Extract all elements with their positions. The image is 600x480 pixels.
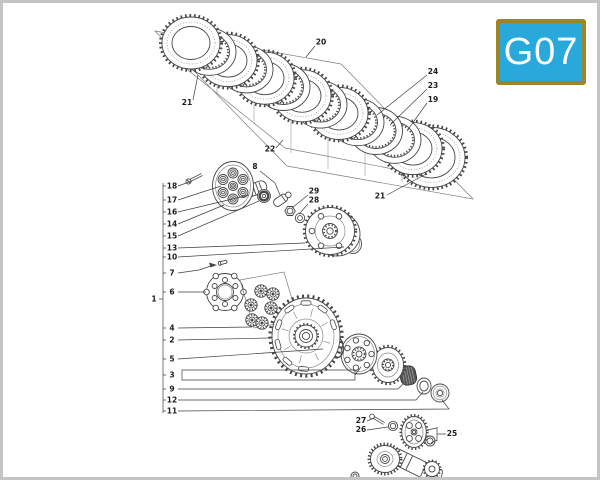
callout-11: 11	[167, 407, 177, 416]
clutch-basket	[268, 294, 344, 378]
callout-15: 15	[167, 232, 177, 241]
callout-17: 17	[167, 196, 177, 205]
callout-19: 19	[428, 95, 438, 104]
left-callout-leaders	[159, 180, 450, 413]
damper-group	[203, 259, 299, 330]
release-bearing	[257, 189, 271, 203]
spring-caps	[217, 167, 249, 205]
gear-collar	[387, 420, 399, 432]
helical-gear	[367, 442, 403, 476]
basket-group	[268, 294, 450, 403]
callout-28: 28	[309, 196, 319, 205]
callout-13: 13	[167, 244, 177, 253]
callout-9: 9	[169, 385, 174, 394]
callout-25: 25	[447, 429, 457, 438]
callout-16: 16	[167, 208, 177, 217]
friction-plate	[159, 14, 223, 72]
hub-washer	[294, 212, 306, 224]
callout-29: 29	[309, 187, 319, 196]
rivet-pin	[217, 259, 228, 266]
arrow-head	[209, 262, 217, 268]
guide-lines	[216, 78, 403, 182]
clutch-exploded-diagram: 18 17 16 14 15 13 10 7 6 1 4 2 5 3 9 12 …	[151, 14, 475, 477]
hub-nut	[284, 206, 296, 216]
callout-8: 8	[252, 162, 257, 171]
hub-group	[257, 189, 362, 258]
callout-20: 20	[316, 38, 326, 47]
clutch-hub	[302, 204, 361, 258]
callout-6: 6	[169, 288, 174, 297]
callout-27: 27	[356, 416, 366, 425]
callout-14: 14	[167, 220, 177, 229]
callout-21-right: 21	[375, 192, 385, 201]
shaft-small-parts	[350, 471, 360, 477]
callout-23: 23	[428, 81, 438, 90]
basket-ribs	[281, 308, 331, 364]
callout-10: 10	[167, 253, 177, 262]
oil-pump-gear	[399, 413, 429, 451]
callout-26: 26	[356, 425, 366, 434]
driven-gear	[369, 344, 407, 386]
callout-2: 2	[169, 336, 174, 345]
page-code-label: G07	[503, 31, 579, 73]
top-callout-leaders	[192, 45, 428, 215]
callout-4: 4	[169, 324, 174, 333]
basket-slots	[274, 300, 337, 372]
callout-12: 12	[167, 396, 177, 405]
callout-18: 18	[167, 182, 177, 191]
callout-3: 3	[169, 371, 174, 380]
callout-22: 22	[265, 145, 275, 154]
clutch-plate-stack	[159, 14, 468, 191]
callout-labels: 18 17 16 14 15 13 10 7 6 1 4 2 5 3 9 12 …	[151, 38, 457, 439]
leader-lines	[159, 45, 450, 444]
flexible-plate	[203, 272, 247, 312]
spacer-bush	[416, 377, 432, 395]
gear-bolt	[369, 413, 385, 425]
shaft-washer	[430, 383, 450, 403]
pushrod-end	[273, 191, 292, 207]
bottom-callout-leaders	[366, 417, 446, 444]
pressure-plate	[212, 161, 254, 211]
hub-flange	[340, 333, 378, 375]
oil-pump-bush	[424, 435, 436, 447]
spring-dampers	[244, 284, 280, 330]
callout-5: 5	[169, 355, 174, 364]
page-code-badge: G07	[496, 19, 586, 85]
shaft-end-gear	[422, 459, 442, 477]
callout-24: 24	[428, 67, 438, 76]
callout-1: 1	[151, 295, 156, 304]
callout-7: 7	[169, 269, 174, 278]
primary-drive-group	[350, 413, 443, 477]
callout-21-left: 21	[182, 98, 192, 107]
